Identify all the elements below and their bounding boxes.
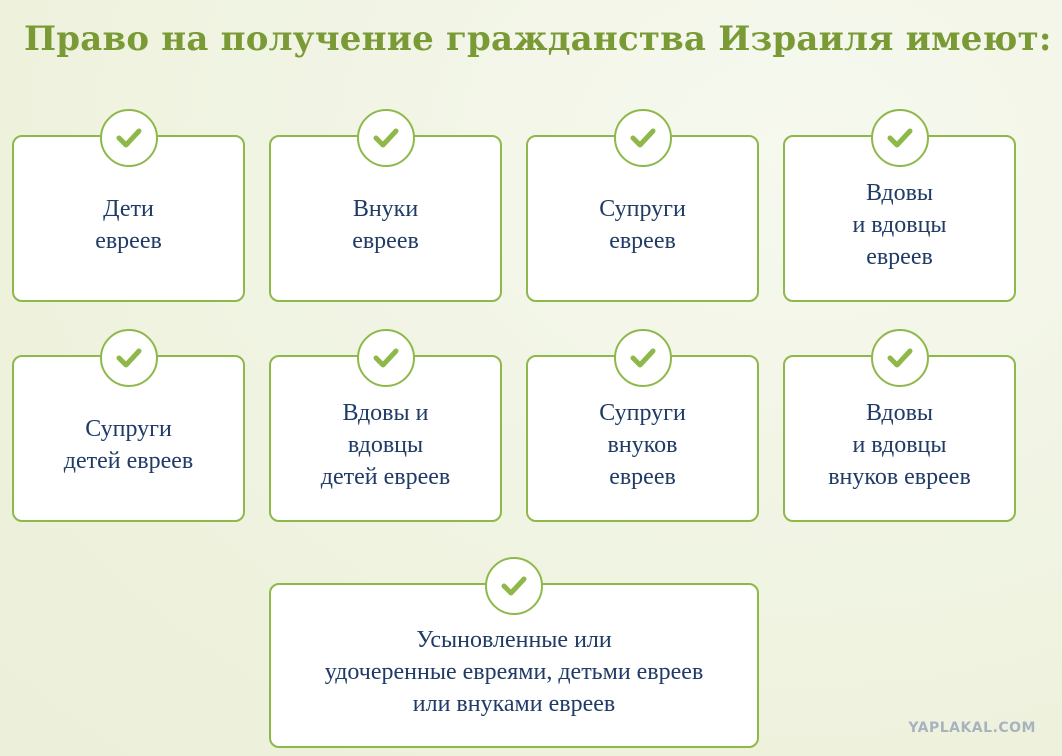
check-icon [99, 329, 158, 387]
eligibility-card: Супруги детей евреев [12, 329, 245, 522]
page-title: Право на получение гражданства Израиля и… [24, 19, 1052, 59]
card-label: Дети евреев [95, 195, 162, 254]
eligibility-card: Супруги евреев [526, 109, 759, 302]
check-icon [356, 109, 415, 167]
check-icon [356, 329, 415, 387]
check-icon [870, 329, 929, 387]
card-label: Супруги детей евреев [63, 415, 194, 474]
watermark: YAPLAKAL.COM [908, 720, 1036, 736]
check-icon [613, 329, 672, 387]
check-icon [485, 557, 543, 615]
eligibility-card: Вдовы и вдовцы внуков евреев [783, 329, 1016, 522]
card-label: Супруги евреев [599, 195, 686, 254]
eligibility-card: Вдовы и вдовцы евреев [783, 109, 1016, 302]
eligibility-card: Внуки евреев [269, 109, 502, 302]
card-label: Вдовы и вдовцы евреев [852, 179, 947, 270]
card-label: Вдовы и вдовцы внуков евреев [828, 399, 971, 490]
eligibility-card: Вдовы и вдовцы детей евреев [269, 329, 502, 522]
check-icon [99, 109, 158, 167]
check-icon [870, 109, 929, 167]
card-label: Усыновленные или удочеренные евреями, де… [324, 626, 704, 717]
check-icon [613, 109, 672, 167]
card-label: Вдовы и вдовцы детей евреев [320, 399, 451, 490]
eligibility-card: Супруги внуков евреев [526, 329, 759, 522]
eligibility-card-wide: Усыновленные или удочеренные евреями, де… [269, 557, 759, 748]
eligibility-card: Дети евреев [12, 109, 245, 302]
card-label: Супруги внуков евреев [599, 399, 686, 490]
card-label: Внуки евреев [352, 195, 419, 254]
